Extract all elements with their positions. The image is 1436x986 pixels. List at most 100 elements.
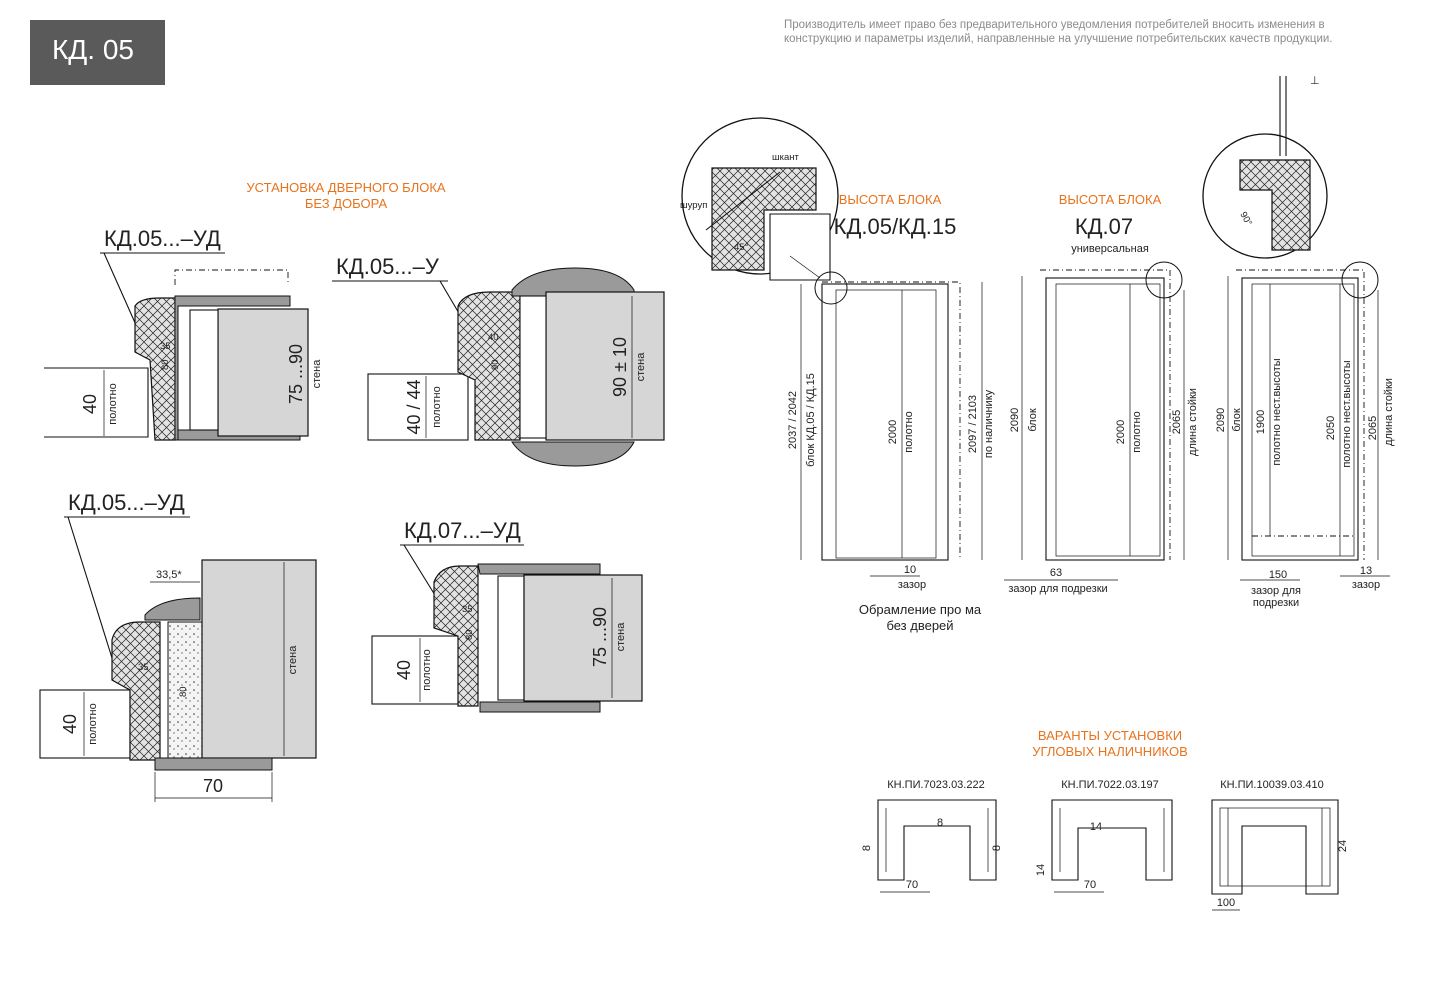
svg-text:35: 35: [138, 662, 149, 673]
d2-casing-bottom: [511, 441, 635, 467]
d1-leaf: [44, 367, 149, 438]
svg-text:70: 70: [1084, 879, 1096, 891]
svg-text:150: 150: [1269, 569, 1287, 581]
svg-text:блок: блок: [1027, 408, 1039, 431]
frame-kd07: 2090 блок 2000 полотно 2065 длина стойки…: [1004, 269, 1199, 595]
height1-title: ВЫСОТА БЛОКА: [839, 192, 942, 207]
svg-text:2000: 2000: [1115, 420, 1127, 444]
d4-label: КД.07...–УД: [404, 518, 521, 543]
svg-text:2050: 2050: [1325, 416, 1337, 440]
svg-text:стена: стена: [287, 645, 299, 675]
disclaimer-text: Производитель имеет право без предварите…: [784, 19, 1333, 45]
svg-text:2090: 2090: [1009, 408, 1021, 432]
svg-text:90 ± 10: 90 ± 10: [610, 337, 630, 397]
svg-text:2065: 2065: [1367, 416, 1379, 440]
svg-text:зазор: зазор: [1352, 579, 1380, 591]
svg-text:80: 80: [464, 629, 475, 640]
corner-variant-2: КН.ПИ.7022.03.197 14 14 70: [1035, 779, 1173, 893]
svg-text:блок: блок: [1231, 408, 1243, 431]
svg-text:полотно: полотно: [87, 703, 99, 744]
svg-text:40: 40: [80, 394, 100, 414]
svg-text:70: 70: [906, 879, 918, 891]
svg-text:Обрамление про ма: Обрамление про ма: [859, 602, 982, 617]
svg-text:8: 8: [861, 845, 873, 851]
d3-leaf: [39, 689, 131, 759]
height1-model: КД.05/КД.15: [834, 214, 957, 239]
d3-insert: [167, 621, 203, 759]
svg-text:80: 80: [160, 359, 171, 370]
corner-variant-3: КН.ПИ.10039.03.410 24 100: [1211, 779, 1349, 911]
svg-text:полотно: полотно: [421, 649, 433, 690]
svg-text:КН.ПИ.7023.03.222: КН.ПИ.7023.03.222: [887, 779, 984, 791]
svg-text:подрезки: подрезки: [1253, 597, 1299, 609]
svg-text:8: 8: [991, 845, 1003, 851]
svg-text:зазор: зазор: [898, 579, 926, 591]
d4-leaf: [371, 635, 467, 705]
svg-text:длина стойки: длина стойки: [1383, 378, 1395, 446]
frame-kd07-nonstandard: 2090 блок 1900 полотно нест.высоты 2050 …: [1215, 269, 1395, 609]
svg-text:полотно нест.высоты: полотно нест.высоты: [1271, 358, 1283, 465]
d4-casing-bottom: [479, 701, 601, 713]
svg-text:33,5*: 33,5*: [156, 569, 182, 581]
svg-text:⊥: ⊥: [1310, 75, 1320, 87]
svg-text:100: 100: [1217, 897, 1235, 909]
d2-leaf: [367, 373, 469, 441]
svg-text:2090: 2090: [1215, 408, 1227, 432]
svg-text:45°: 45°: [734, 242, 749, 253]
d2-casing-top: [511, 267, 635, 297]
svg-text:КН.ПИ.7022.03.197: КН.ПИ.7022.03.197: [1061, 779, 1158, 791]
svg-text:24: 24: [1337, 840, 1349, 852]
svg-text:2097 / 2103: 2097 / 2103: [967, 395, 979, 453]
d1-label: КД.05...–УД: [104, 226, 221, 251]
svg-text:75 ...90: 75 ...90: [286, 344, 306, 404]
svg-text:стена: стена: [311, 359, 323, 389]
svg-text:40: 40: [60, 714, 80, 734]
d2-wall: [545, 291, 665, 441]
svg-text:стена: стена: [615, 622, 627, 652]
detail-circle-45: шкант шуруп 45°: [680, 117, 848, 305]
d4-wall: [523, 574, 643, 702]
svg-text:35: 35: [462, 604, 473, 615]
svg-text:2037 / 2042: 2037 / 2042: [787, 391, 799, 449]
svg-text:зазор для подрезки: зазор для подрезки: [1008, 583, 1107, 595]
svg-text:полотно: полотно: [1131, 411, 1143, 452]
svg-text:полотно нест.высоты: полотно нест.высоты: [1341, 360, 1353, 467]
svg-text:длина стойки: длина стойки: [1187, 388, 1199, 456]
d2-label: КД.05...–У: [336, 254, 440, 279]
d3-frame: [111, 621, 161, 761]
d1-casing-top: [174, 295, 291, 441]
svg-text:35: 35: [160, 341, 171, 352]
frame-kd05: 2037 / 2042 блок КД.05 / КД.15 2000 поло…: [787, 281, 995, 633]
svg-text:10: 10: [904, 564, 916, 576]
svg-text:13: 13: [1360, 565, 1372, 577]
d4-casing-top: [477, 563, 601, 575]
d3-casing-bottom: [154, 757, 273, 771]
height2-model: КД.07: [1075, 214, 1133, 239]
svg-text:без дверей: без дверей: [886, 618, 953, 633]
height2-title: ВЫСОТА БЛОКА: [1059, 192, 1162, 207]
svg-text:14: 14: [1035, 864, 1047, 876]
d1-frame: [134, 297, 176, 441]
svg-text:40 / 44: 40 / 44: [404, 379, 424, 434]
svg-text:полотно: полотно: [903, 411, 915, 452]
svg-text:63: 63: [1050, 567, 1062, 579]
svg-text:стена: стена: [635, 352, 647, 382]
corner-title-1: ВАРАНТЫ УСТАНОВКИ: [1038, 728, 1182, 743]
height2-sub: универсальная: [1071, 243, 1149, 255]
d3-casing-top: [144, 597, 201, 621]
svg-text:80: 80: [178, 686, 189, 697]
svg-text:полотно: полотно: [431, 386, 443, 427]
corner-variant-1: КН.ПИ.7023.03.222 8 8 8 70: [861, 779, 1003, 893]
install-title-2: БЕЗ ДОБОРА: [305, 196, 388, 211]
d4-frame: [433, 565, 479, 707]
svg-text:40: 40: [394, 660, 414, 680]
section-kd05-u: КД.05...–У 40 / 44 полотно 90 ± 10 стена…: [332, 254, 665, 467]
model-badge: КД. 05: [30, 20, 165, 85]
svg-text:зазор для: зазор для: [1251, 585, 1301, 597]
svg-text:90: 90: [490, 359, 501, 370]
svg-text:75 ...90: 75 ...90: [590, 607, 610, 667]
d3-label: КД.05...–УД: [68, 490, 185, 515]
svg-text:70: 70: [203, 776, 223, 796]
svg-text:по наличнику: по наличнику: [983, 389, 995, 458]
